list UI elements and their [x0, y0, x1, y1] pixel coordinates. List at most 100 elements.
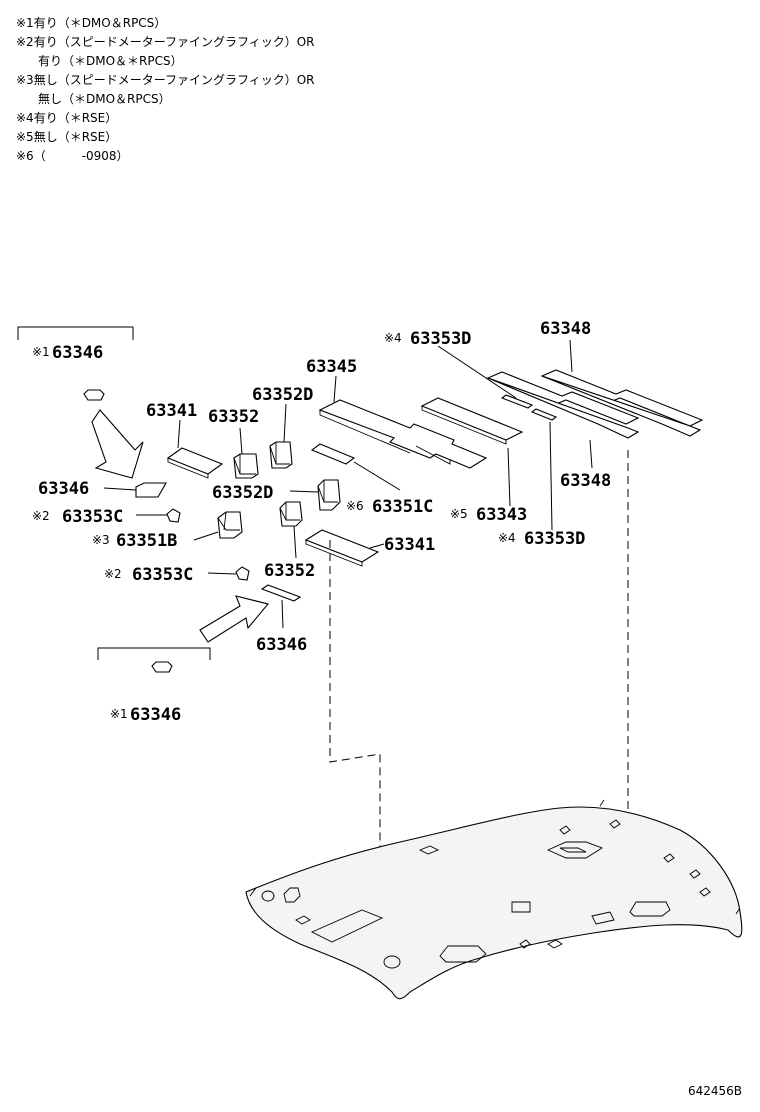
- part-detail: [421, 406, 507, 445]
- label-63343: 63343: [476, 505, 527, 525]
- part-detail: [305, 540, 363, 567]
- label-63352d-b: 63352D: [212, 483, 273, 503]
- headliner-clip-d: [418, 845, 440, 855]
- part-detail: [269, 442, 290, 465]
- leader: [293, 525, 297, 559]
- headliner-clips-right: [663, 853, 711, 897]
- headliner-hole-b: [261, 890, 275, 902]
- headliner-clip-b: [511, 901, 531, 913]
- leader: [103, 487, 137, 491]
- leader: [549, 421, 553, 531]
- part-detail: [317, 480, 338, 503]
- label-63352d-a: 63352D: [252, 385, 313, 405]
- part-63345: [318, 399, 488, 469]
- label-63341-a: 63341: [146, 401, 197, 421]
- part-detail: [167, 458, 209, 479]
- note-5: ※5無し（＊RSE）: [16, 130, 118, 144]
- label-63353c-a: 63353C: [62, 507, 123, 527]
- note-2-cont: 有り（＊DMO＆＊RPCS）: [38, 54, 183, 68]
- part-63348-a-edge: [487, 377, 640, 439]
- bracket-bottom: [97, 647, 211, 660]
- headliner-clips-rear: [559, 819, 621, 835]
- leader: [193, 531, 219, 541]
- label-63351b: 63351B: [116, 531, 177, 551]
- part-63351c: [310, 443, 356, 465]
- label-63352-b: 63352: [264, 561, 315, 581]
- headliner-edge: [249, 799, 741, 915]
- headliner-console: [310, 909, 384, 943]
- note-3-cont: 無し（＊DMO＆RPCS）: [38, 92, 171, 106]
- label-63346-top: 63346: [52, 343, 103, 363]
- leader: [507, 447, 511, 507]
- label-63353d-b: 63353D: [524, 529, 585, 549]
- part-63343: [420, 397, 524, 441]
- part-63353c-a: [166, 508, 181, 523]
- headliner-handle-b: [629, 901, 671, 917]
- mark-6: ※6: [346, 499, 364, 513]
- headliner-clips-mid: [519, 939, 563, 949]
- guide-dashed-left: [329, 540, 381, 904]
- diagram-code: 642456B: [687, 1084, 742, 1098]
- leader: [333, 375, 337, 403]
- headliner: [245, 806, 743, 1000]
- note-1: ※1有り（＊DMO＆RPCS）: [16, 16, 167, 30]
- part-63353d-a: [500, 394, 534, 409]
- label-63345: 63345: [306, 357, 357, 377]
- arrow-down: [91, 409, 144, 479]
- headliner-map-lamp: [546, 841, 604, 859]
- leader: [239, 427, 243, 455]
- headliner-clip-e: [295, 915, 311, 925]
- leader: [177, 419, 181, 449]
- leader: [283, 403, 287, 443]
- mark-4-b: ※4: [498, 531, 516, 545]
- label-63346-bottom: 63346: [130, 705, 181, 725]
- headliner-handle-a: [439, 945, 487, 963]
- part-63346-low: [260, 584, 302, 602]
- mark-1-bottom: ※1: [110, 707, 128, 721]
- notes-block: ※1有り（＊DMO＆RPCS） ※2有り（スピードメーターファイングラフィック）…: [16, 14, 315, 166]
- headliner-hole-a: [383, 955, 401, 969]
- note-2: ※2有り（スピードメーターファイングラフィック）OR: [16, 35, 315, 49]
- mark-2-b: ※2: [104, 567, 122, 581]
- part-63353d-b: [530, 408, 558, 421]
- label-63346-mid: 63346: [38, 479, 89, 499]
- part-detail: [217, 511, 240, 531]
- label-63353c-b: 63353C: [132, 565, 193, 585]
- leader: [589, 439, 593, 469]
- mark-2-a: ※2: [32, 509, 50, 523]
- leader: [437, 345, 517, 399]
- part-detail: [233, 454, 256, 475]
- leader: [289, 490, 319, 493]
- label-63346-low: 63346: [256, 635, 307, 655]
- part-63341-b: [304, 529, 380, 563]
- bracket-top: [17, 326, 134, 340]
- mark-4-a: ※4: [384, 331, 402, 345]
- arrow-up: [199, 595, 269, 643]
- part-63353c-b: [235, 566, 250, 581]
- leader: [207, 572, 237, 575]
- note-4: ※4有り（＊RSE）: [16, 111, 118, 125]
- headliner-clip-a: [283, 887, 301, 903]
- part-63346-mid: [135, 482, 167, 498]
- part-63341-a: [166, 447, 224, 475]
- part-63348-a: [486, 371, 640, 425]
- part-63346-top: [83, 389, 105, 401]
- note-6: ※6（ -0908）: [16, 149, 129, 163]
- part-63351b: [217, 511, 243, 539]
- label-63352-a: 63352: [208, 407, 259, 427]
- part-detail: [319, 410, 451, 465]
- headliner-clip-c: [591, 911, 615, 925]
- leader: [569, 339, 573, 373]
- part-63348-b-edge: [541, 375, 702, 437]
- note-3: ※3無し（スピードメーターファイングラフィック）OR: [16, 73, 315, 87]
- mark-5: ※5: [450, 507, 468, 521]
- leader: [353, 461, 401, 491]
- label-63351c: 63351C: [372, 497, 433, 517]
- label-63341-b: 63341: [384, 535, 435, 555]
- label-63353d-a: 63353D: [410, 329, 471, 349]
- mark-1-top: ※1: [32, 345, 50, 359]
- label-63348-b: 63348: [560, 471, 611, 491]
- part-63346-bottom: [151, 661, 173, 673]
- label-63348-a: 63348: [540, 319, 591, 339]
